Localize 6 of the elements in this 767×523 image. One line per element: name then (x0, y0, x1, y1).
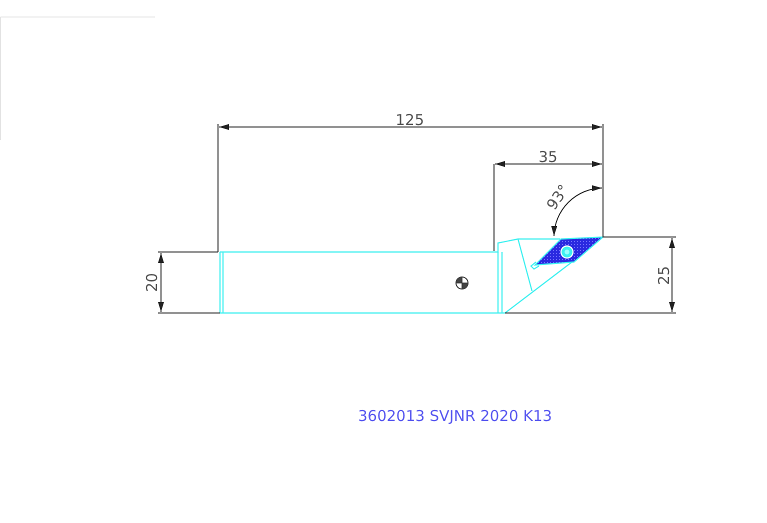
part-designation: 3602013 SVJNR 2020 K13 (358, 408, 552, 424)
angle-value: 93° (544, 182, 572, 212)
dimension-value: 20 (144, 272, 160, 292)
dimension-value: 25 (656, 265, 672, 285)
dimension-value: 35 (538, 150, 558, 164)
dimension-value: 125 (396, 112, 424, 128)
